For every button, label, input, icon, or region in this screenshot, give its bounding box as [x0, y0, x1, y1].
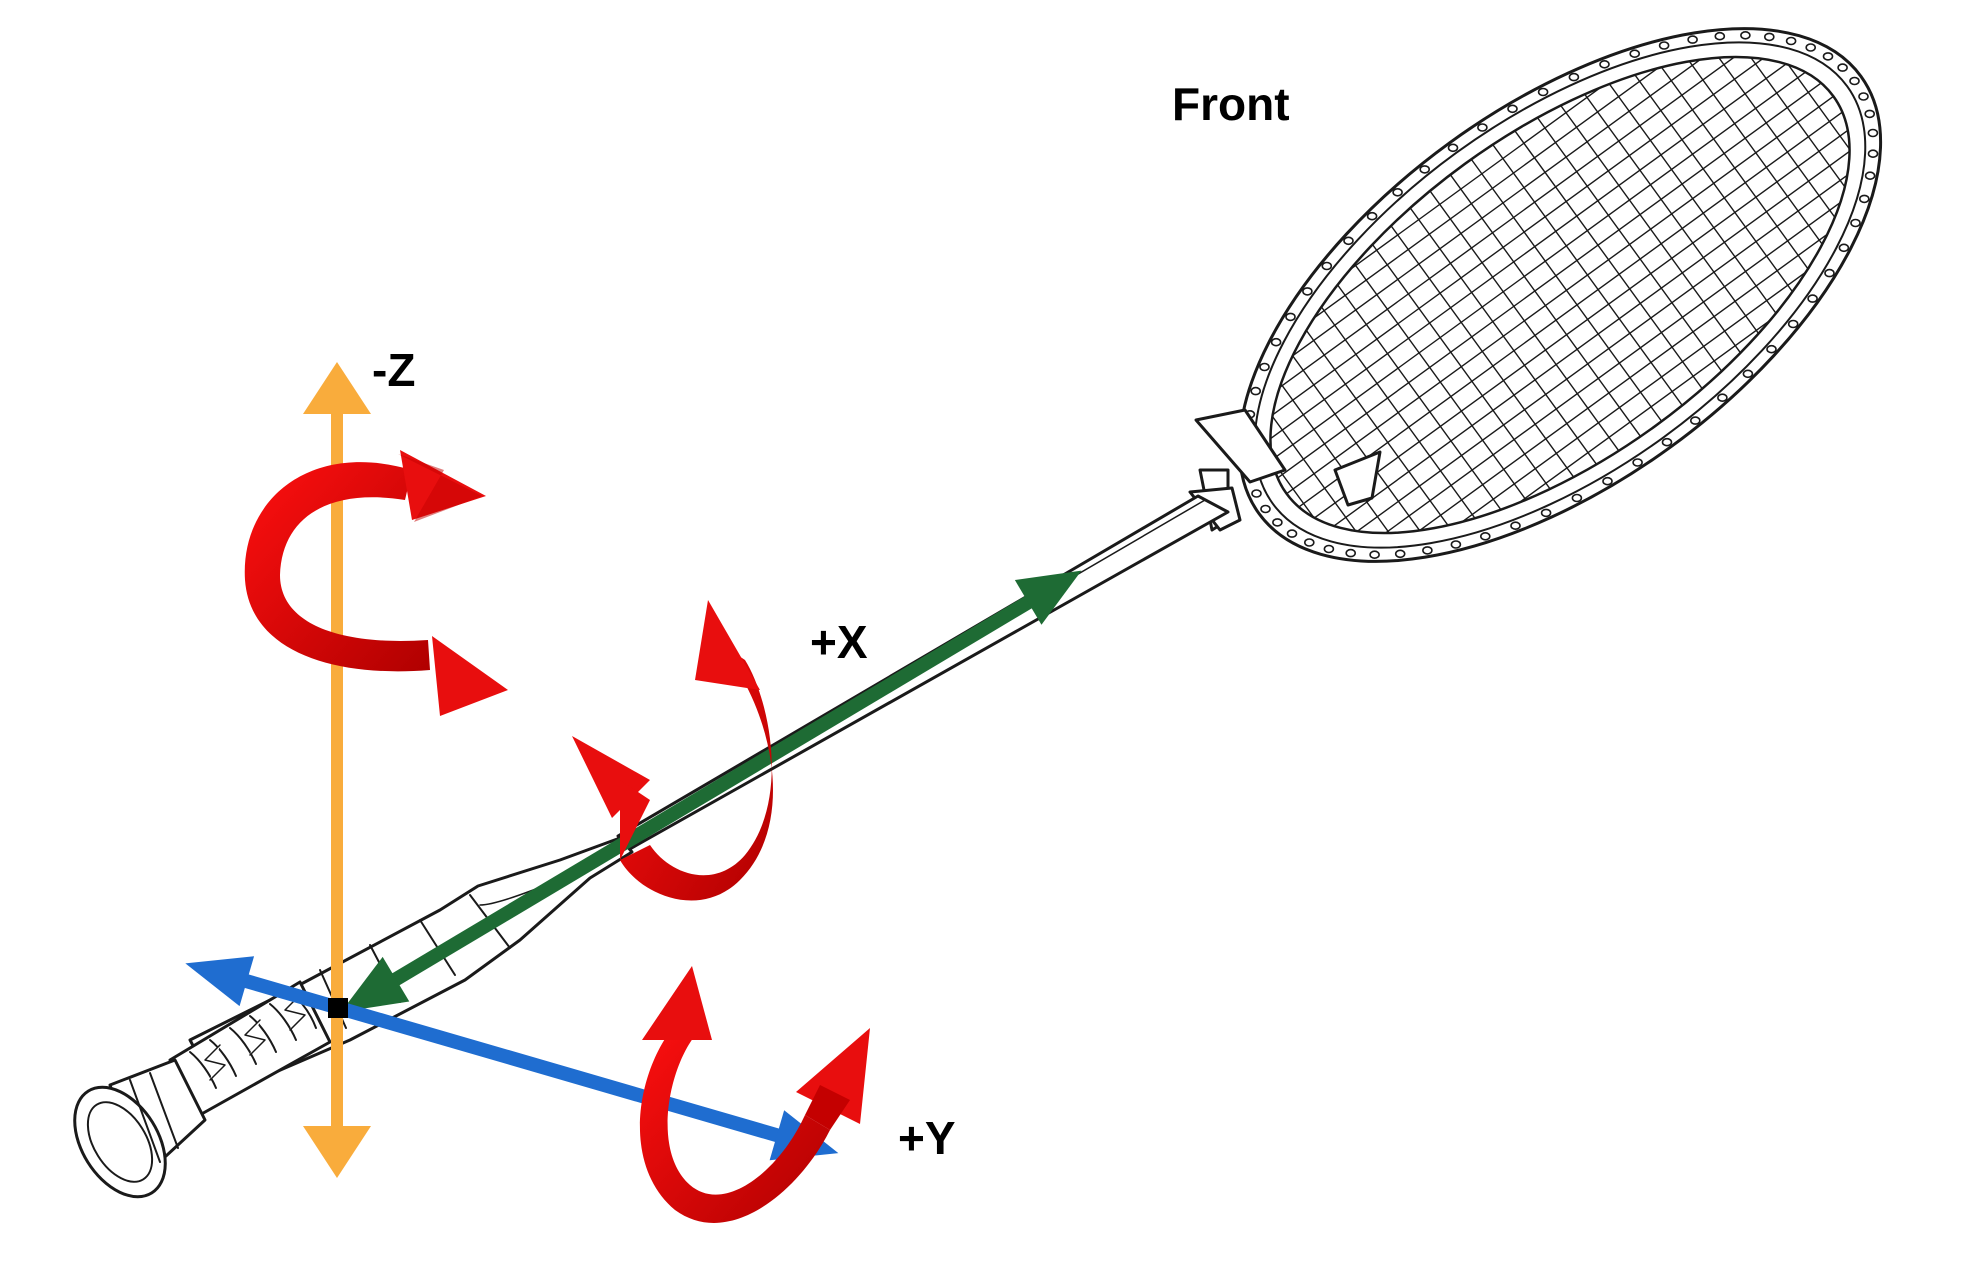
grommet-hole — [1343, 236, 1354, 246]
grommet-hole — [1422, 546, 1433, 555]
grommet-hole — [1824, 268, 1835, 278]
grommet-hole — [1345, 548, 1356, 558]
grommet-hole — [1323, 544, 1335, 554]
grommet-hole — [1272, 518, 1283, 527]
grommet-hole — [1259, 362, 1270, 372]
grommet-hole — [1419, 165, 1430, 174]
grommet-hole — [1867, 128, 1879, 138]
grommet-hole — [1366, 211, 1378, 221]
grommet-hole — [1838, 243, 1850, 253]
grommet-hole — [1658, 41, 1670, 50]
front-label: Front — [1172, 78, 1290, 130]
grommet-hole — [1740, 30, 1751, 40]
grommet-hole — [1286, 529, 1298, 538]
grommet-hole — [1822, 52, 1834, 61]
grommet-hole — [1785, 36, 1797, 46]
grommet-hole — [1717, 393, 1728, 403]
grommet-hole — [1285, 312, 1296, 322]
grommet-hole — [1450, 540, 1462, 549]
grommet-hole — [1321, 261, 1333, 271]
grommet-hole — [1805, 43, 1816, 52]
grommet-hole — [1632, 458, 1643, 467]
grommet-hole — [1807, 294, 1818, 303]
grommet-hole — [1766, 344, 1777, 354]
grommet-hole — [1507, 104, 1518, 114]
pos-y-label: +Y — [898, 1112, 956, 1164]
neg-z-label: -Z — [372, 344, 415, 396]
z-rotation-arrow — [244, 450, 508, 716]
pos-x-label: +X — [810, 616, 868, 668]
z-axis — [303, 362, 371, 1178]
grommet-hole — [1369, 550, 1380, 560]
grommet-hole — [1687, 35, 1698, 44]
grommet-hole — [1867, 149, 1879, 158]
y-rotation-arrow — [639, 966, 870, 1223]
grommet-hole — [1629, 49, 1640, 59]
grommet-hole — [1571, 493, 1583, 503]
grommet-hole — [1850, 218, 1861, 228]
racket-throat — [1194, 408, 1382, 532]
grommet-hole — [1858, 92, 1869, 101]
x-rotation-arrow — [572, 600, 773, 901]
grommet-hole — [1537, 87, 1549, 97]
grommet-hole — [1837, 63, 1848, 72]
grommet-hole — [1480, 531, 1491, 541]
grommet-hole — [1849, 76, 1860, 86]
grommet-hole — [1599, 60, 1610, 69]
grommet-hole — [1447, 143, 1459, 153]
grommet-hole — [1742, 369, 1754, 379]
grommet-hole — [1250, 386, 1261, 396]
grommet-hole — [1251, 489, 1262, 498]
grommet-hole — [1864, 109, 1875, 119]
racket-grip — [168, 980, 332, 1118]
rotation-arrows — [244, 450, 870, 1223]
x-axis — [341, 570, 1082, 1012]
origin-marker — [328, 998, 348, 1018]
grommet-hole — [1304, 538, 1315, 547]
grommet-hole — [1859, 194, 1870, 204]
racket-butt-cap — [73, 1058, 207, 1199]
grommet-hole — [1302, 287, 1313, 296]
grommet-hole — [1690, 416, 1701, 425]
grommet-hole — [1661, 437, 1673, 447]
grommet-hole — [1510, 521, 1521, 531]
grommet-hole — [1394, 549, 1406, 559]
grommet-hole — [1864, 171, 1876, 180]
axis-labels: Front -Z +X +Y — [372, 78, 1290, 1164]
grommet-hole — [1568, 72, 1580, 82]
grommet-hole — [1602, 476, 1613, 486]
grommet-hole — [1392, 188, 1403, 197]
grommet-hole — [1764, 32, 1775, 42]
grommet-hole — [1714, 31, 1726, 41]
grommet-hole — [1270, 337, 1282, 347]
grommet-hole — [1260, 504, 1271, 514]
grommet-hole — [1477, 123, 1488, 132]
grommet-hole — [1540, 508, 1552, 518]
frame-grommets — [1241, 30, 1879, 560]
grommet-hole — [1787, 319, 1799, 329]
